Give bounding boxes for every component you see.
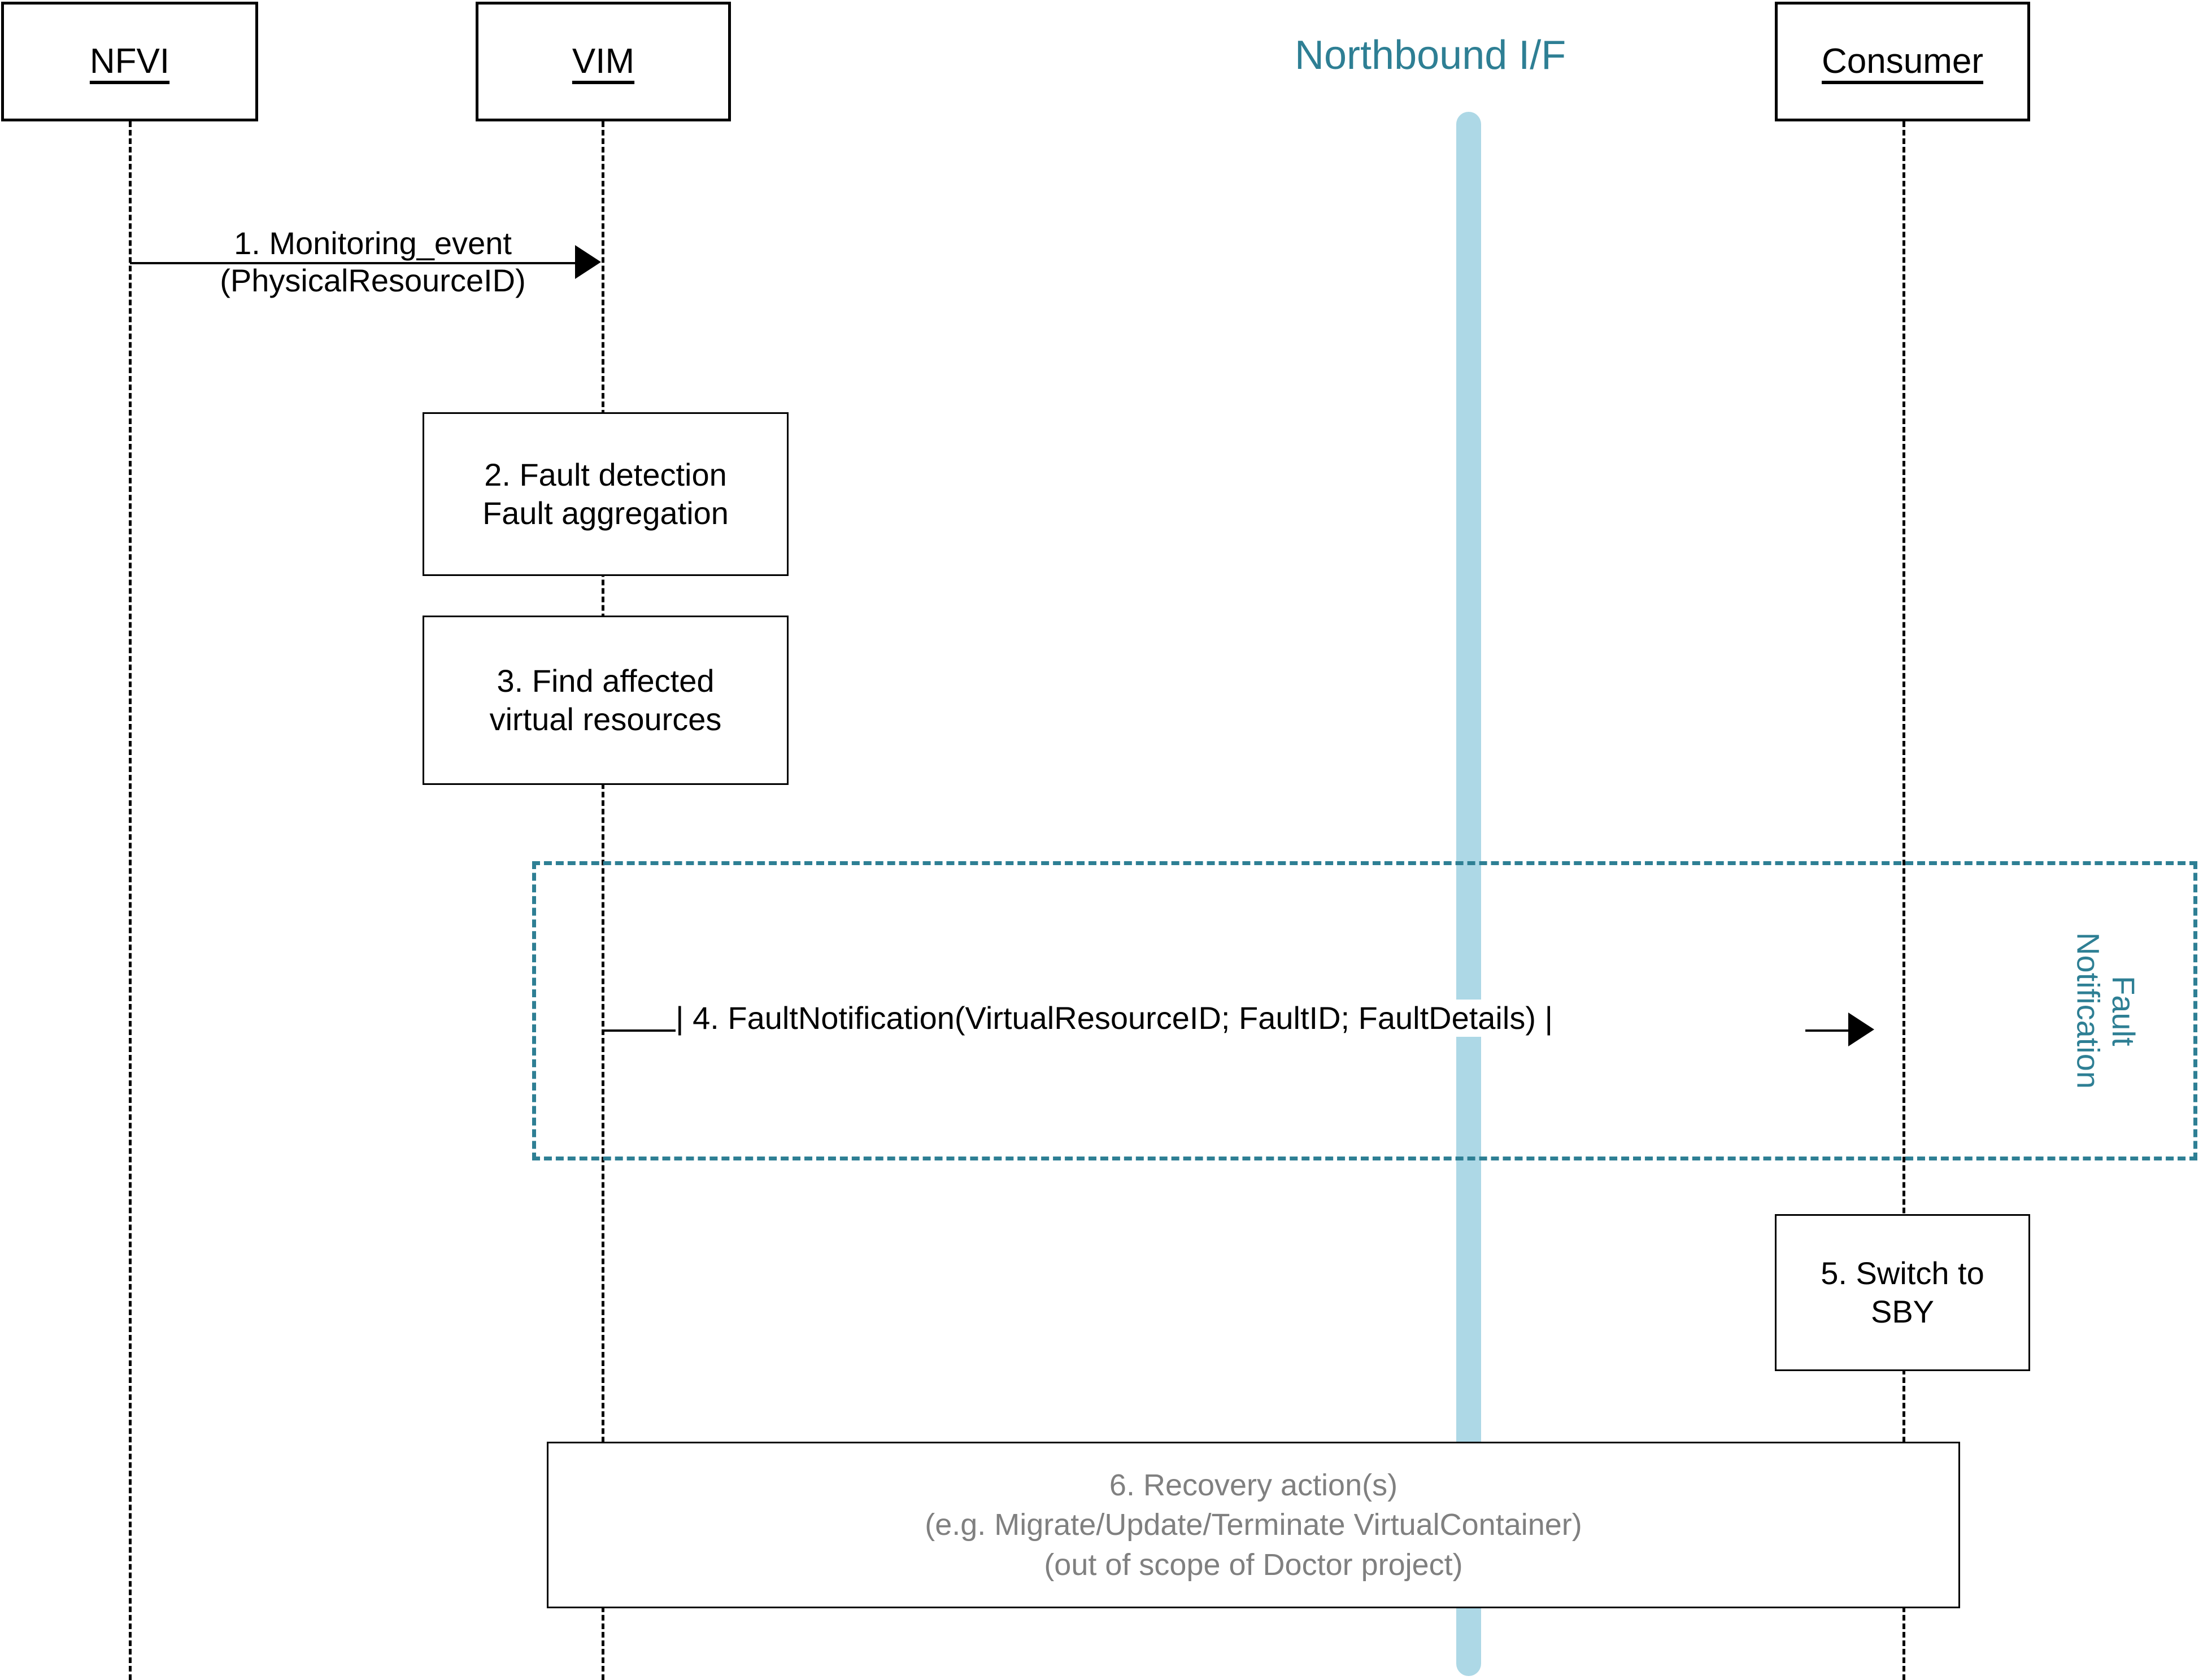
participant-consumer[interactable]: Consumer <box>1775 2 2030 121</box>
northbound-interface-bar <box>1456 112 1481 1676</box>
fragment-label-line-2: Notification <box>2070 932 2106 1089</box>
activity-box-5-line-1: 5. Switch to <box>1821 1255 1984 1291</box>
fragment-fault-notification <box>532 861 2197 1160</box>
lifeline-consumer <box>1902 121 1905 1680</box>
participant-vim[interactable]: VIM <box>476 2 731 121</box>
participant-vim-label: VIM <box>572 42 635 81</box>
message-1-line <box>130 262 593 264</box>
activity-box-2-line-2: Fault aggregation <box>482 495 729 531</box>
participant-nfvi-label: NFVI <box>89 42 170 81</box>
lifeline-nfvi <box>129 121 132 1680</box>
lifeline-vim <box>602 121 604 1680</box>
message-4-arrowhead <box>1848 1013 1874 1046</box>
recovery-line-1: 6. Recovery action(s) <box>1109 1468 1398 1503</box>
message-1-label-line-1: 1. Monitoring_event <box>234 225 512 261</box>
fragment-fault-notification-label: Fault Notification <box>2067 904 2141 1118</box>
activity-box-fault-detection[interactable]: 2. Fault detection Fault aggregation <box>423 412 789 576</box>
activity-box-5-line-2: SBY <box>1870 1294 1935 1329</box>
message-1-label: 1. Monitoring_event (PhysicalResourceID) <box>169 225 576 299</box>
activity-box-find-affected-resources[interactable]: 3. Find affected virtual resources <box>423 616 789 785</box>
northbound-interface-title: Northbound I/F <box>1295 33 1566 78</box>
activity-box-switch-to-sby[interactable]: 5. Switch to SBY <box>1775 1214 2030 1371</box>
message-4-label: | 4. FaultNotification(VirtualResourceID… <box>676 1000 1805 1037</box>
recovery-actions-box[interactable]: 6. Recovery action(s) (e.g. Migrate/Upda… <box>547 1442 1960 1608</box>
message-1-arrowhead <box>575 245 601 279</box>
fragment-label-line-1: Fault <box>2106 975 2141 1046</box>
message-1-label-line-2: (PhysicalResourceID) <box>220 263 526 299</box>
activity-box-3-line-1: 3. Find affected <box>497 662 715 699</box>
participant-consumer-label: Consumer <box>1822 42 1983 81</box>
message-4-label-line-1: | 4. FaultNotification(VirtualResourceID… <box>676 1000 1553 1036</box>
participant-nfvi[interactable]: NFVI <box>1 2 258 121</box>
activity-box-2-line-1: 2. Fault detection <box>484 456 727 492</box>
recovery-line-2: (e.g. Migrate/Update/Terminate VirtualCo… <box>925 1508 1582 1542</box>
activity-box-3-line-2: virtual resources <box>489 701 722 737</box>
recovery-line-3: (out of scope of Doctor project) <box>1044 1547 1463 1582</box>
